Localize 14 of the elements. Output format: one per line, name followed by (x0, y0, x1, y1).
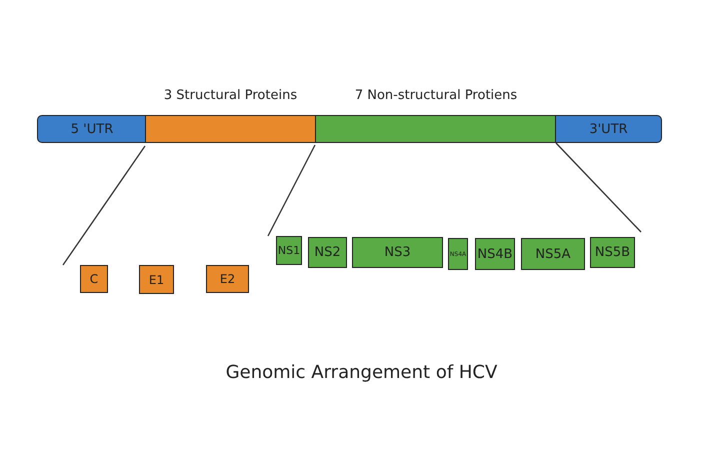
protein-box: NS5B (590, 237, 635, 268)
protein-box: E2 (206, 265, 249, 293)
segment-heading: 7 Non-structural Protiens (354, 88, 518, 103)
protein-box: NS5A (521, 238, 585, 270)
segment-heading: 3 Structural Proteins (162, 88, 298, 103)
utr-segment-bar: 3'UTR (555, 115, 662, 143)
caption: Genomic Arrangement of HCV (224, 362, 498, 383)
protein-box: NS1 (276, 236, 302, 265)
utr-segment-bar: 5 'UTR (37, 115, 147, 143)
protein-box: NS2 (308, 237, 347, 268)
protein-box: NS3 (352, 237, 443, 268)
protein-box: E1 (139, 265, 174, 294)
protein-box: NS4B (475, 238, 515, 270)
protein-box: C (80, 265, 108, 293)
